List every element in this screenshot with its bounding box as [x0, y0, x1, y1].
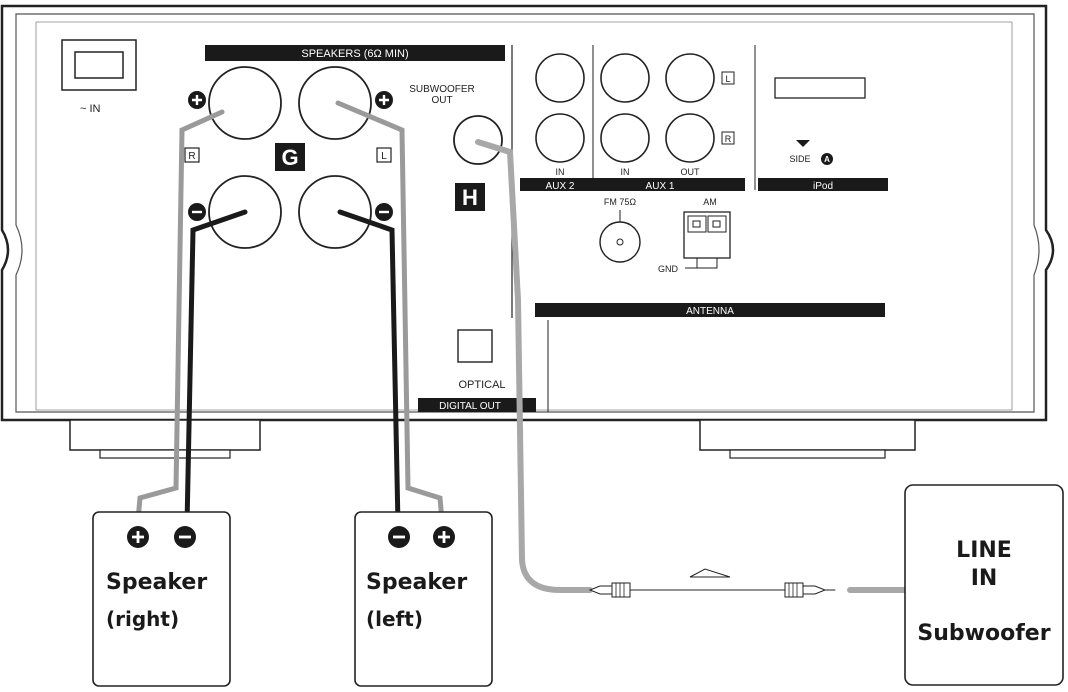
subwoofer-out-label-1: SUBWOOFER [409, 84, 475, 95]
speaker-left-subtitle: (left) [366, 607, 423, 631]
ipod-label: iPod [813, 181, 833, 192]
channel-right-label: R [188, 151, 195, 162]
channel-left-label: L [381, 151, 387, 162]
plus-icon [188, 91, 206, 109]
gnd-label: GND [658, 264, 679, 274]
optical-section: OPTICAL DIGITAL OUT [418, 320, 549, 412]
rca-plug-icon [784, 582, 836, 598]
marker-g: G [281, 145, 298, 170]
speaker-right-box: Speaker (right) [92, 511, 231, 687]
aux1-label: AUX 1 [646, 181, 675, 192]
minus-icon [375, 203, 393, 221]
direction-arrow-icon [689, 568, 731, 578]
plus-icon [127, 526, 149, 548]
power-in-label: ~ IN [80, 103, 101, 115]
subwoofer-in-label: IN [971, 566, 998, 591]
terminal-right-plus [208, 66, 282, 140]
plus-icon [433, 526, 455, 548]
rear-panel [0, 4, 1055, 459]
left-foot [69, 419, 261, 451]
aux2-label: AUX 2 [546, 181, 575, 192]
speakers-header-bar [205, 45, 505, 61]
antenna-section: FM 75Ω AM GND ANTENNA [535, 197, 885, 317]
marker-h-badge [455, 183, 485, 211]
speaker-left-box: Speaker (left) [354, 511, 493, 687]
speaker-right-title: Speaker [106, 570, 207, 595]
fm-jack [599, 221, 641, 263]
side-label: SIDE [789, 154, 810, 164]
marker-g-badge [275, 143, 305, 171]
marker-h: H [462, 185, 478, 210]
aux2-in-label: IN [556, 167, 565, 177]
am-label: AM [703, 197, 717, 207]
antenna-label: ANTENNA [686, 306, 734, 317]
arrow-down-icon [796, 140, 810, 147]
speaker-cables [135, 100, 445, 528]
optical-port [457, 329, 493, 363]
subwoofer-out-label-2: OUT [431, 95, 452, 106]
speaker-right-subtitle: (right) [106, 607, 179, 631]
minus-icon [388, 526, 410, 548]
ipod-slot [774, 77, 866, 99]
optical-label: OPTICAL [458, 379, 505, 391]
speakers-header: SPEAKERS (6Ω MIN) [301, 48, 408, 60]
aux-l-label: L [725, 74, 730, 84]
aux-r-label: R [725, 134, 732, 144]
aux1-out-label: OUT [681, 167, 701, 177]
digital-out-label: DIGITAL OUT [439, 401, 501, 412]
speaker-left-title: Speaker [366, 570, 467, 595]
aux-jacks: L R IN IN OUT AUX 2 AUX 1 [520, 45, 745, 192]
minus-icon [188, 203, 206, 221]
fm-label: FM 75Ω [604, 197, 637, 207]
subwoofer-name: Subwoofer [917, 621, 1050, 646]
right-foot [699, 419, 916, 451]
terminal-left-minus [298, 175, 372, 249]
subwoofer-box: LINE IN Subwoofer [904, 484, 1064, 686]
terminal-left-plus [298, 66, 372, 140]
subwoofer-line-label: LINE [956, 538, 1012, 563]
side-badge: A [824, 155, 830, 164]
subwoofer-cable [475, 139, 913, 598]
power-inlet: ~ IN [61, 39, 137, 115]
minus-icon [174, 526, 196, 548]
aux1-in-label: IN [621, 167, 630, 177]
plus-icon [375, 91, 393, 109]
rca-plug-icon [588, 582, 631, 598]
ipod-section: SIDE A iPod [754, 45, 888, 192]
